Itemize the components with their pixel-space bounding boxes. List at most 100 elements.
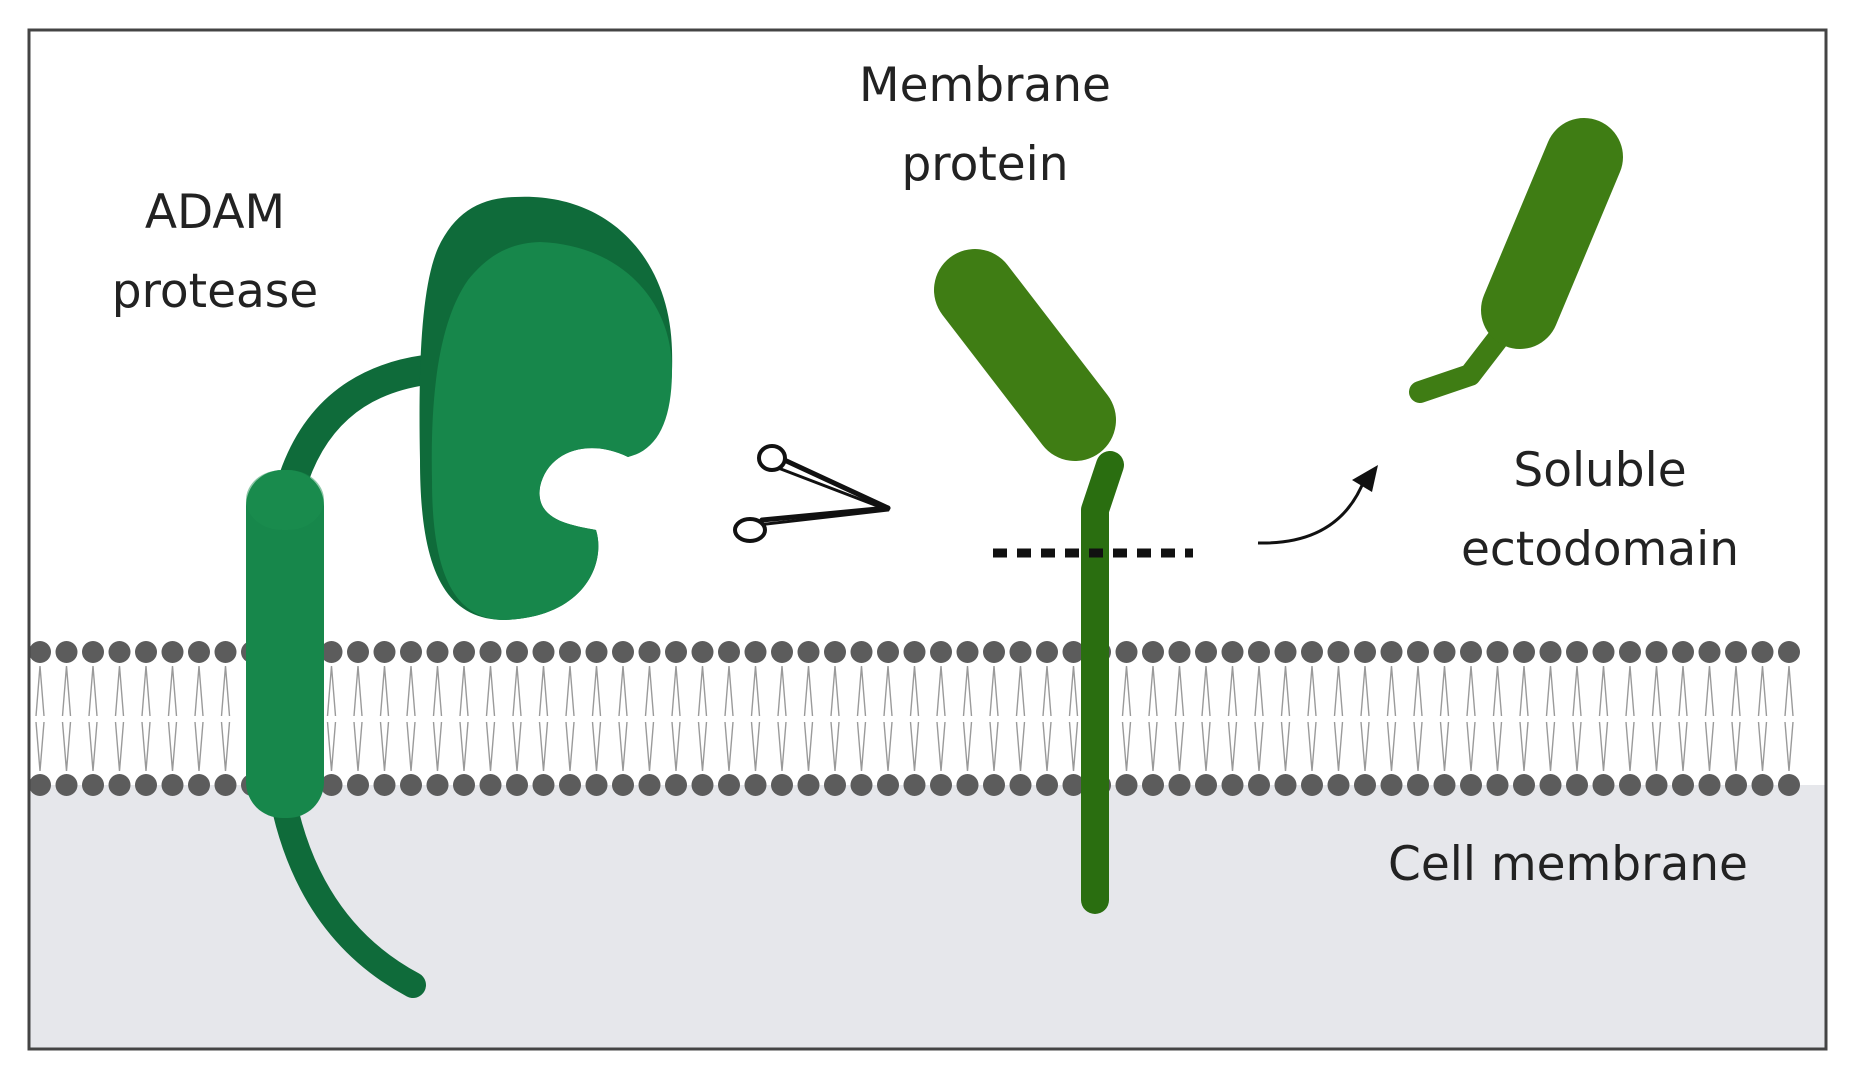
lipid-tail (459, 721, 469, 772)
lipid-tail (1280, 721, 1291, 772)
lipid-head (1380, 641, 1403, 663)
lipid-head (108, 641, 131, 663)
membrane-protein-stalk (1081, 451, 1124, 914)
lipid-tail (1307, 665, 1317, 717)
lipid-tail (326, 721, 337, 772)
lipid-head (930, 774, 952, 796)
lipid-tail (1519, 721, 1529, 772)
lipid-head (1248, 774, 1270, 796)
lipid-tail (883, 665, 893, 717)
lipid-head (135, 774, 157, 796)
lipid-head (188, 774, 210, 796)
lipid-tail (485, 721, 496, 772)
lipid-tail (1757, 721, 1768, 772)
lipid-head (744, 641, 767, 663)
lipid-tail (1625, 665, 1635, 717)
adam-catalytic-domain (431, 242, 672, 620)
lipid-head (479, 641, 502, 663)
lipid-tail (1042, 721, 1052, 772)
lipid-tail (114, 665, 125, 717)
lipid-head (850, 774, 873, 796)
lipid-head (1539, 774, 1562, 796)
lipid-head (797, 774, 820, 796)
lipid-tail (936, 721, 946, 772)
lipid-tail (1466, 665, 1476, 717)
lipid-head (585, 641, 608, 663)
lipid-tail (1784, 665, 1794, 717)
lipid-head (956, 774, 979, 796)
soluble-ectodomain (1409, 118, 1623, 403)
lipid-tail (1015, 721, 1026, 772)
lipid-tail (618, 665, 628, 717)
lipid-head (214, 774, 237, 796)
lipid-head (1619, 641, 1641, 663)
lipid-tail (962, 665, 973, 717)
lipid-tail (459, 665, 469, 717)
lipid-head (612, 774, 634, 796)
lipid-head (135, 641, 157, 663)
lipid-tail (88, 721, 98, 772)
lipid-head (453, 641, 475, 663)
lipid-tail (1307, 721, 1317, 772)
lipid-head (877, 641, 899, 663)
lipid-head (1698, 774, 1721, 796)
membrane-protein-ectodomain (934, 249, 1116, 461)
lipid-head (1327, 641, 1350, 663)
scissors-icon (733, 444, 891, 543)
lipid-tail (989, 721, 999, 772)
lipid-head (585, 774, 608, 796)
curved-arrow-icon (1257, 465, 1378, 545)
lipid-head (1274, 774, 1297, 796)
lipid-tail (1784, 721, 1794, 772)
lipid-tail (750, 721, 761, 772)
lipid-tail (1572, 721, 1582, 772)
lipid-tail (35, 665, 45, 717)
lipid-tail (803, 721, 814, 772)
lipid-tail (485, 665, 496, 717)
lipid-head (1407, 641, 1429, 663)
lipid-head (771, 641, 793, 663)
adam-label-line2: protease (112, 264, 318, 319)
lipid-head (1142, 774, 1164, 796)
lipid-head (29, 641, 51, 663)
lipid-head (29, 774, 51, 796)
lipid-head (161, 641, 184, 663)
lipid-head (1036, 774, 1058, 796)
lipid-head (1698, 641, 1721, 663)
lipid-head (771, 774, 793, 796)
lipid-head (532, 641, 555, 663)
adam-label-line1: ADAM (145, 185, 285, 240)
lipid-tail (962, 721, 973, 772)
lipid-head (479, 774, 502, 796)
lipid-tail (1121, 721, 1132, 772)
lipid-head (824, 774, 846, 796)
lipid-head (1062, 774, 1085, 796)
lipid-head (824, 641, 846, 663)
soluble-ectodomain-label-line1: Soluble (1513, 443, 1686, 498)
lipid-head (1195, 641, 1217, 663)
lipid-head (1248, 641, 1270, 663)
lipid-tail (1545, 665, 1556, 717)
lipid-tail (88, 665, 98, 717)
lipid-tail (1254, 665, 1264, 717)
lipid-tail (856, 665, 867, 717)
lipid-tail (1651, 721, 1662, 772)
lipid-head (1221, 641, 1244, 663)
lipid-tail (538, 665, 549, 717)
lipid-head (320, 774, 343, 796)
lipid-tail (777, 665, 787, 717)
lipid-tail (1015, 665, 1026, 717)
soluble-ectodomain-tail (1409, 325, 1511, 403)
lipid-head (612, 641, 634, 663)
lipid-head (1778, 774, 1800, 796)
lipid-tail (1439, 665, 1450, 717)
lipid-tail (909, 721, 920, 772)
lipid-tail (141, 665, 151, 717)
lipid-tail (1227, 721, 1238, 772)
soluble-ectodomain-label-line2: ectodomain (1461, 522, 1739, 577)
lipid-tail (406, 721, 416, 772)
lipid-tail (777, 721, 787, 772)
lipid-tail (220, 721, 231, 772)
adam-linker (275, 355, 440, 505)
lipid-head (718, 774, 740, 796)
